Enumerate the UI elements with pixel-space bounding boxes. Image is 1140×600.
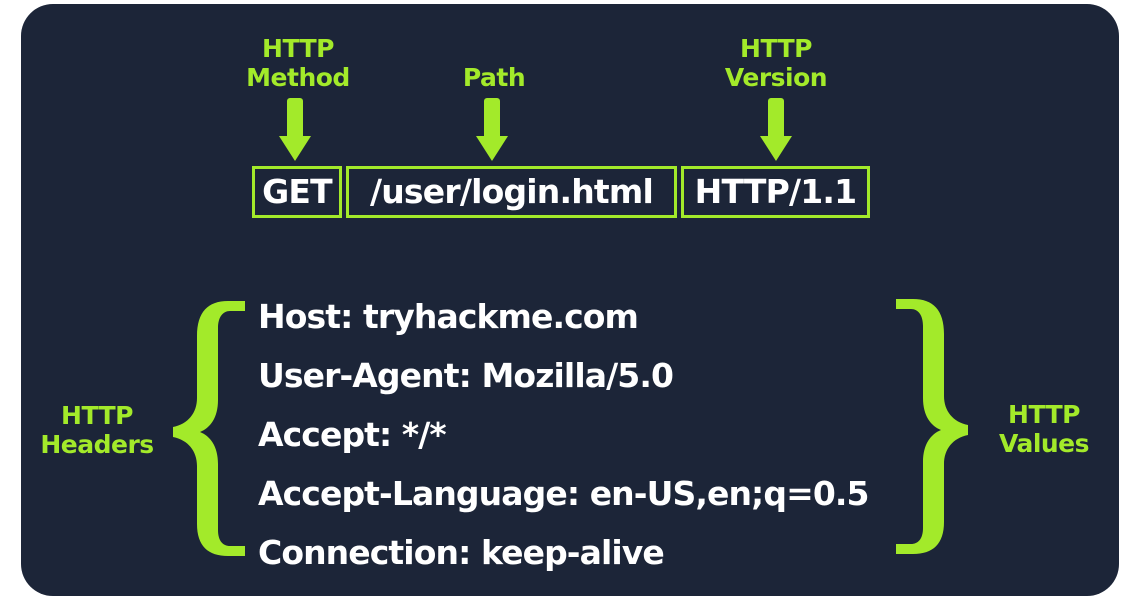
label-http-version-line1: HTTP: [740, 34, 812, 63]
label-http-values-line2: Values: [998, 429, 1090, 458]
label-http-headers-line2: Headers: [40, 430, 154, 459]
header-line-accept-language: Accept-Language: en-US,en;q=0.5: [258, 474, 869, 513]
label-http-version-line2: Version: [724, 63, 828, 92]
label-http-method: HTTP Method: [240, 34, 356, 92]
header-line-accept: Accept: */*: [258, 415, 447, 454]
arrow-down-icon: [760, 98, 792, 161]
path-box: /user/login.html: [346, 166, 677, 218]
header-line-user-agent: User-Agent: Mozilla/5.0: [258, 356, 674, 395]
label-http-version: HTTP Version: [714, 34, 838, 92]
label-path: Path: [442, 63, 546, 92]
method-box: GET: [252, 166, 342, 218]
label-http-headers: HTTP Headers: [30, 401, 164, 459]
label-http-values: HTTP Values: [984, 400, 1104, 458]
version-box: HTTP/1.1: [681, 166, 870, 218]
label-http-method-line2: Method: [246, 63, 350, 92]
label-http-method-line1: HTTP: [262, 34, 334, 63]
label-path-line1: Path: [462, 63, 526, 92]
arrow-down-icon: [476, 98, 508, 161]
arrow-down-icon: [279, 98, 311, 161]
label-http-headers-line1: HTTP: [61, 401, 133, 430]
left-curly-brace-icon: [173, 301, 245, 556]
header-list: Host: tryhackme.com User-Agent: Mozilla/…: [258, 287, 869, 582]
header-line-connection: Connection: keep-alive: [258, 533, 665, 572]
label-http-values-line1: HTTP: [1008, 400, 1080, 429]
right-curly-brace-icon: [896, 299, 968, 554]
header-line-host: Host: tryhackme.com: [258, 297, 639, 336]
